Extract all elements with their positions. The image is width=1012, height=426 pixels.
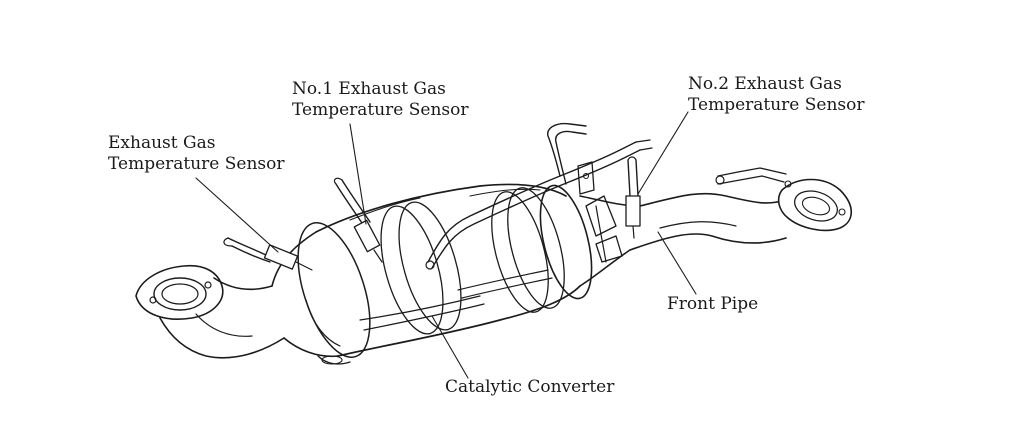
no2-egt-sensor xyxy=(625,156,641,239)
label-front-pipe: Front Pipe xyxy=(667,294,759,314)
inlet-pipe xyxy=(159,277,285,359)
sensor-tubes xyxy=(425,122,653,270)
label-line: Exhaust Gas xyxy=(108,133,216,153)
label-line: Temperature Sensor xyxy=(688,95,865,115)
label-no2-exhaust-gas-temperature-sensor: No.2 Exhaust Gas Temperature Sensor xyxy=(688,74,865,116)
label-no1-exhaust-gas-temperature-sensor: No.1 Exhaust Gas Temperature Sensor xyxy=(292,79,469,121)
leader-egt-sensor xyxy=(195,177,279,253)
label-line: Temperature Sensor xyxy=(108,154,285,174)
label-exhaust-gas-temperature-sensor: Exhaust Gas Temperature Sensor xyxy=(108,133,285,175)
leader-lines xyxy=(195,111,697,379)
leader-catalytic-converter xyxy=(431,315,469,379)
leader-no2-sensor xyxy=(637,111,689,195)
label-line: No.2 Exhaust Gas xyxy=(688,74,842,94)
label-line: No.1 Exhaust Gas xyxy=(292,79,446,99)
front-pipe xyxy=(629,192,787,251)
label-line: Temperature Sensor xyxy=(292,100,469,120)
egt-sensor-inlet xyxy=(223,237,313,271)
label-catalytic-converter: Catalytic Converter xyxy=(445,377,615,397)
no1-egt-sensor xyxy=(333,177,383,263)
leader-front-pipe xyxy=(657,231,697,295)
leader-no1-sensor xyxy=(349,123,367,225)
inlet-flange xyxy=(135,264,224,320)
outlet-flange xyxy=(715,167,853,232)
catalytic-converter-body xyxy=(315,183,593,365)
